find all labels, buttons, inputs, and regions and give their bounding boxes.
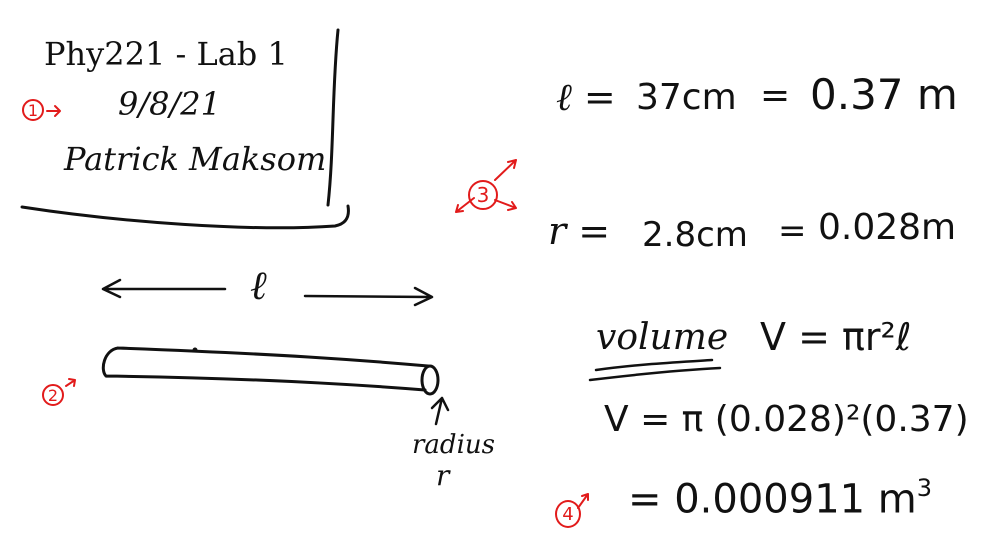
marker-4: 4 <box>555 500 581 528</box>
length-symbol-label: ℓ <box>250 263 267 309</box>
volume-result: = 0.000911 m3 <box>628 476 932 523</box>
rod-dot <box>192 347 198 353</box>
course-title: Phy221 - Lab 1 <box>44 35 288 73</box>
marker-4-arrow <box>577 493 589 509</box>
length-cm: 37cm <box>636 77 737 118</box>
radius-meters: 0.028m <box>818 207 957 248</box>
radius-cm: 2.8cm <box>642 215 748 255</box>
length-meters: 0.37 m <box>810 70 958 119</box>
marker-2: 2 <box>42 384 64 406</box>
volume-formula: V = πr²ℓ <box>760 315 912 359</box>
radius-lhs: r = <box>548 209 611 253</box>
volume-substitution: V = π (0.028)²(0.37) <box>604 399 969 440</box>
marker-1-arrow <box>46 105 61 117</box>
volume-result-exponent: 3 <box>916 474 933 502</box>
header-box-right-border <box>326 28 340 207</box>
student-name: Patrick Maksom <box>64 140 327 178</box>
length-lhs: ℓ = <box>556 75 616 119</box>
marker-1: 1 <box>22 99 44 121</box>
marker-3-arrows <box>455 159 517 213</box>
rod-outline <box>101 346 430 392</box>
volume-result-value: = 0.000911 m <box>628 476 917 523</box>
radius-pointer-arrow <box>430 396 450 426</box>
volume-underline <box>588 358 722 382</box>
radius-label: radius <box>412 430 495 460</box>
rod-end-cap <box>420 364 440 396</box>
length-arrow-right <box>303 286 434 307</box>
lab-date: 9/8/21 <box>118 85 221 123</box>
radius-equals: = <box>778 211 807 251</box>
marker-2-arrow <box>65 378 76 387</box>
radius-symbol-label: r <box>436 459 450 492</box>
header-box-bottom-border <box>20 204 350 230</box>
marker-3: 3 <box>468 180 498 210</box>
volume-heading: volume <box>596 317 729 358</box>
length-arrow-left <box>101 278 227 299</box>
length-equals: = <box>760 75 791 116</box>
